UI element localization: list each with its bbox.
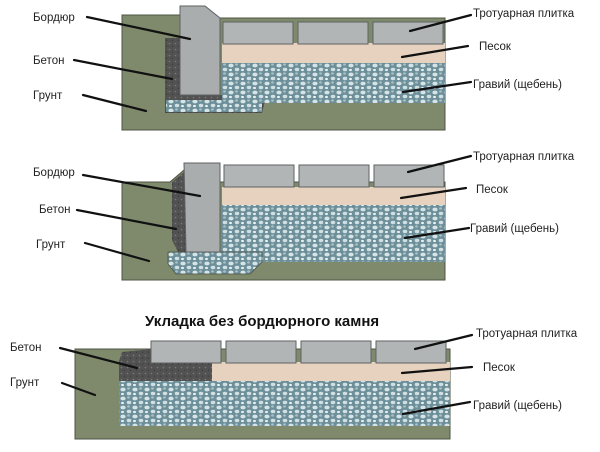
label-ground: Грунт [10,377,40,389]
leader-line [81,93,148,113]
label-concrete: Бетон [39,204,70,216]
leader-line [401,400,472,416]
leader-line [399,186,468,200]
paving-tile [222,21,294,45]
label-concrete: Бетон [10,342,41,354]
leader-line [403,226,471,240]
paving-tile [223,164,295,188]
leader-line [81,173,202,198]
label-sand: Песок [483,362,516,374]
label-concrete: Бетон [33,55,64,67]
label-gravel: Гравий (щебень) [473,79,562,91]
leader-line [408,13,473,33]
paving-tile [298,164,370,188]
curb-stone [179,5,221,96]
paving-tile [297,21,369,45]
gravel-under-curb [166,100,262,112]
paving-tile [225,340,297,364]
leader-line [60,381,97,397]
leader-line [72,58,174,81]
curb-stone [183,162,221,253]
sand-layer [212,362,450,381]
label-ground: Грунт [33,90,63,102]
paving-tile [373,164,445,188]
leader-line [75,208,178,231]
label-tile: Тротуарная плитка [476,328,578,340]
gravel-layer [119,381,450,426]
leader-line [400,44,470,59]
diagram-without-curb: Укладка без бордюрного камня Бетон Грунт… [10,313,578,440]
label-curb: Бордюр [33,12,75,24]
diagram-with-curb-2: Бордюр Бетон Грунт Тротуарная плитка Пес… [33,151,575,281]
leader-line [58,346,139,370]
paving-tile [150,340,222,364]
sand-layer [222,187,445,205]
leader-line [400,365,474,375]
paving-tile [300,340,372,364]
sand-layer [222,43,445,63]
leader-line [401,80,473,94]
diagram-title: Укладка без бордюрного камня [145,313,379,330]
concrete-layer [119,349,212,381]
label-curb: Бордюр [33,167,75,179]
label-sand: Песок [476,184,509,196]
label-tile: Тротуарная плитка [473,151,575,163]
leader-line [413,333,474,351]
label-tile: Тротуарная плитка [473,8,575,20]
label-sand: Песок [479,41,512,53]
label-gravel: Гравий (щебень) [470,223,559,235]
diagram-with-curb-1: Бордюр Бетон Грунт Тротуарная плитка Пес… [33,5,575,131]
label-ground: Грунт [36,239,66,251]
label-gravel: Гравий (щебень) [473,400,562,412]
gravel-layer [222,63,445,103]
leader-line [83,241,151,263]
leader-line [85,15,192,41]
leader-line [406,154,473,174]
gravel-under-curb [167,251,263,275]
